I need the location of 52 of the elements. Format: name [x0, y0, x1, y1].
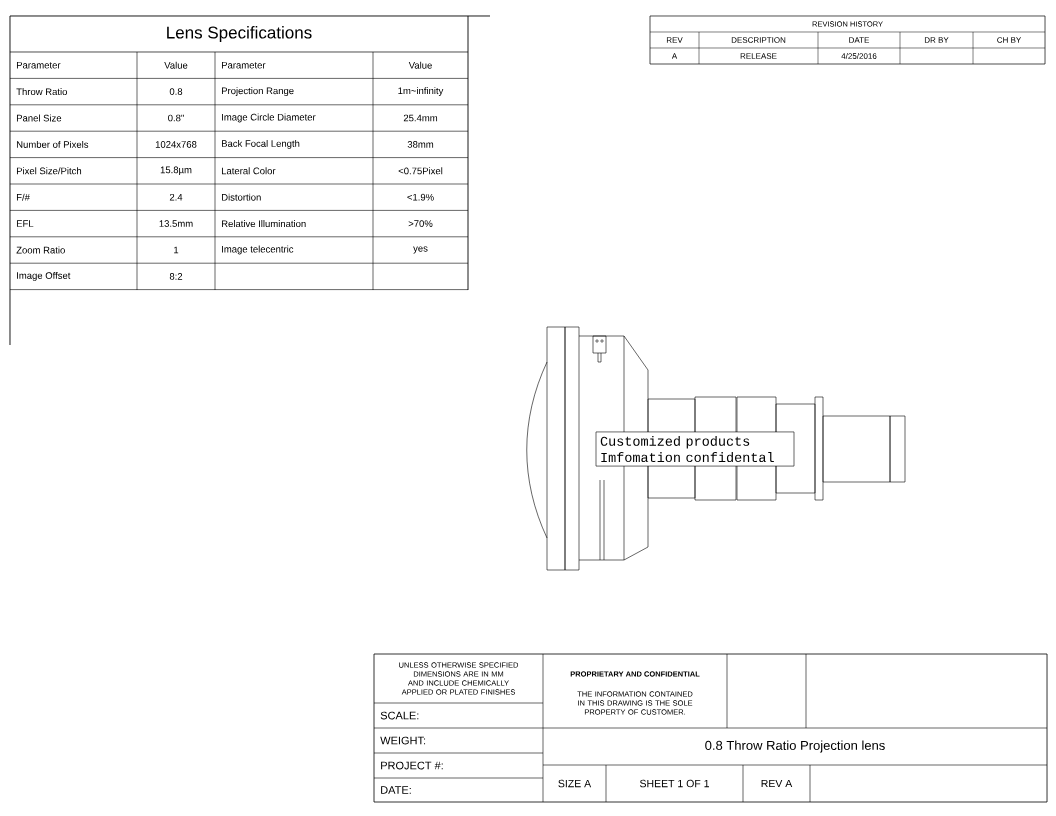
column-header: Parameter: [17, 61, 61, 69]
parameter-value: 0.8": [168, 114, 184, 122]
revision-entry: 4/25/2016: [841, 53, 877, 59]
parameter-name: Image Circle Diameter: [222, 113, 316, 123]
column-header: REV: [666, 37, 683, 43]
revision-entry: RELEASE: [740, 53, 777, 59]
parameter-value: 0.8: [169, 88, 183, 95]
parameter-name: Zoom Ratio: [16, 246, 65, 254]
column-header: Value: [408, 61, 432, 69]
column-header: DESCRIPTION: [731, 37, 786, 43]
drawing-title: 0.8 Throw Ratio Projection lens: [705, 740, 885, 753]
parameter-name: Relative Illumination: [222, 220, 306, 228]
table-title: Lens Specifications: [167, 26, 312, 42]
parameter-value: >70%: [408, 220, 433, 227]
sheet-info: SHEET 1 OF 1: [639, 779, 709, 788]
column-header: DR BY: [924, 37, 949, 43]
parameter-name: Panel Size: [17, 114, 62, 122]
parameter-name: Image telecentric: [222, 245, 294, 255]
field-label: SCALE:: [380, 711, 419, 720]
column-header: Parameter: [222, 61, 266, 69]
parameter-value: <1.9%: [407, 193, 434, 201]
parameter-name: EFL: [17, 220, 34, 227]
sheet-info: REV A: [761, 779, 793, 788]
parameter-name: F/#: [17, 193, 30, 201]
parameter-name: Distortion: [222, 193, 261, 201]
column-header: Value: [164, 61, 188, 69]
parameter-value: 13.5mm: [159, 220, 193, 227]
column-header: DATE: [849, 37, 870, 43]
parameter-name: Image Offset: [17, 271, 71, 281]
parameter-value: 15.8µm: [160, 166, 192, 176]
parameter-name: Pixel Size/Pitch: [17, 167, 82, 175]
parameter-value: 1: [174, 246, 179, 254]
revision-entry: A: [671, 53, 678, 59]
parameter-value: 38mm: [407, 141, 434, 148]
parameter-value: 25.4mm: [403, 114, 438, 122]
parameter-value: 1024x768: [155, 141, 197, 148]
field-label: PROJECT #:: [381, 761, 443, 770]
parameter-name: Lateral Color: [222, 167, 276, 175]
parameter-name: Throw Ratio: [16, 88, 67, 96]
column-header: CH BY: [997, 37, 1022, 43]
field-label: DATE:: [381, 786, 411, 794]
parameter-name: Number of Pixels: [17, 140, 89, 148]
parameter-value: <0.75Pixel: [398, 167, 443, 175]
parameter-value: 8:2: [169, 273, 183, 280]
parameter-value: yes: [413, 246, 428, 254]
parameter-name: Projection Range: [222, 87, 294, 97]
parameter-value: 1m~infinity: [398, 87, 444, 97]
parameter-value: 2.4: [169, 193, 183, 201]
note-box: Customized products Imfomation confidental: [595, 431, 795, 467]
field-label: WEIGHT:: [380, 736, 426, 745]
sheet-info: SIZE A: [558, 779, 592, 788]
parameter-name: Back Focal Length: [222, 139, 300, 149]
